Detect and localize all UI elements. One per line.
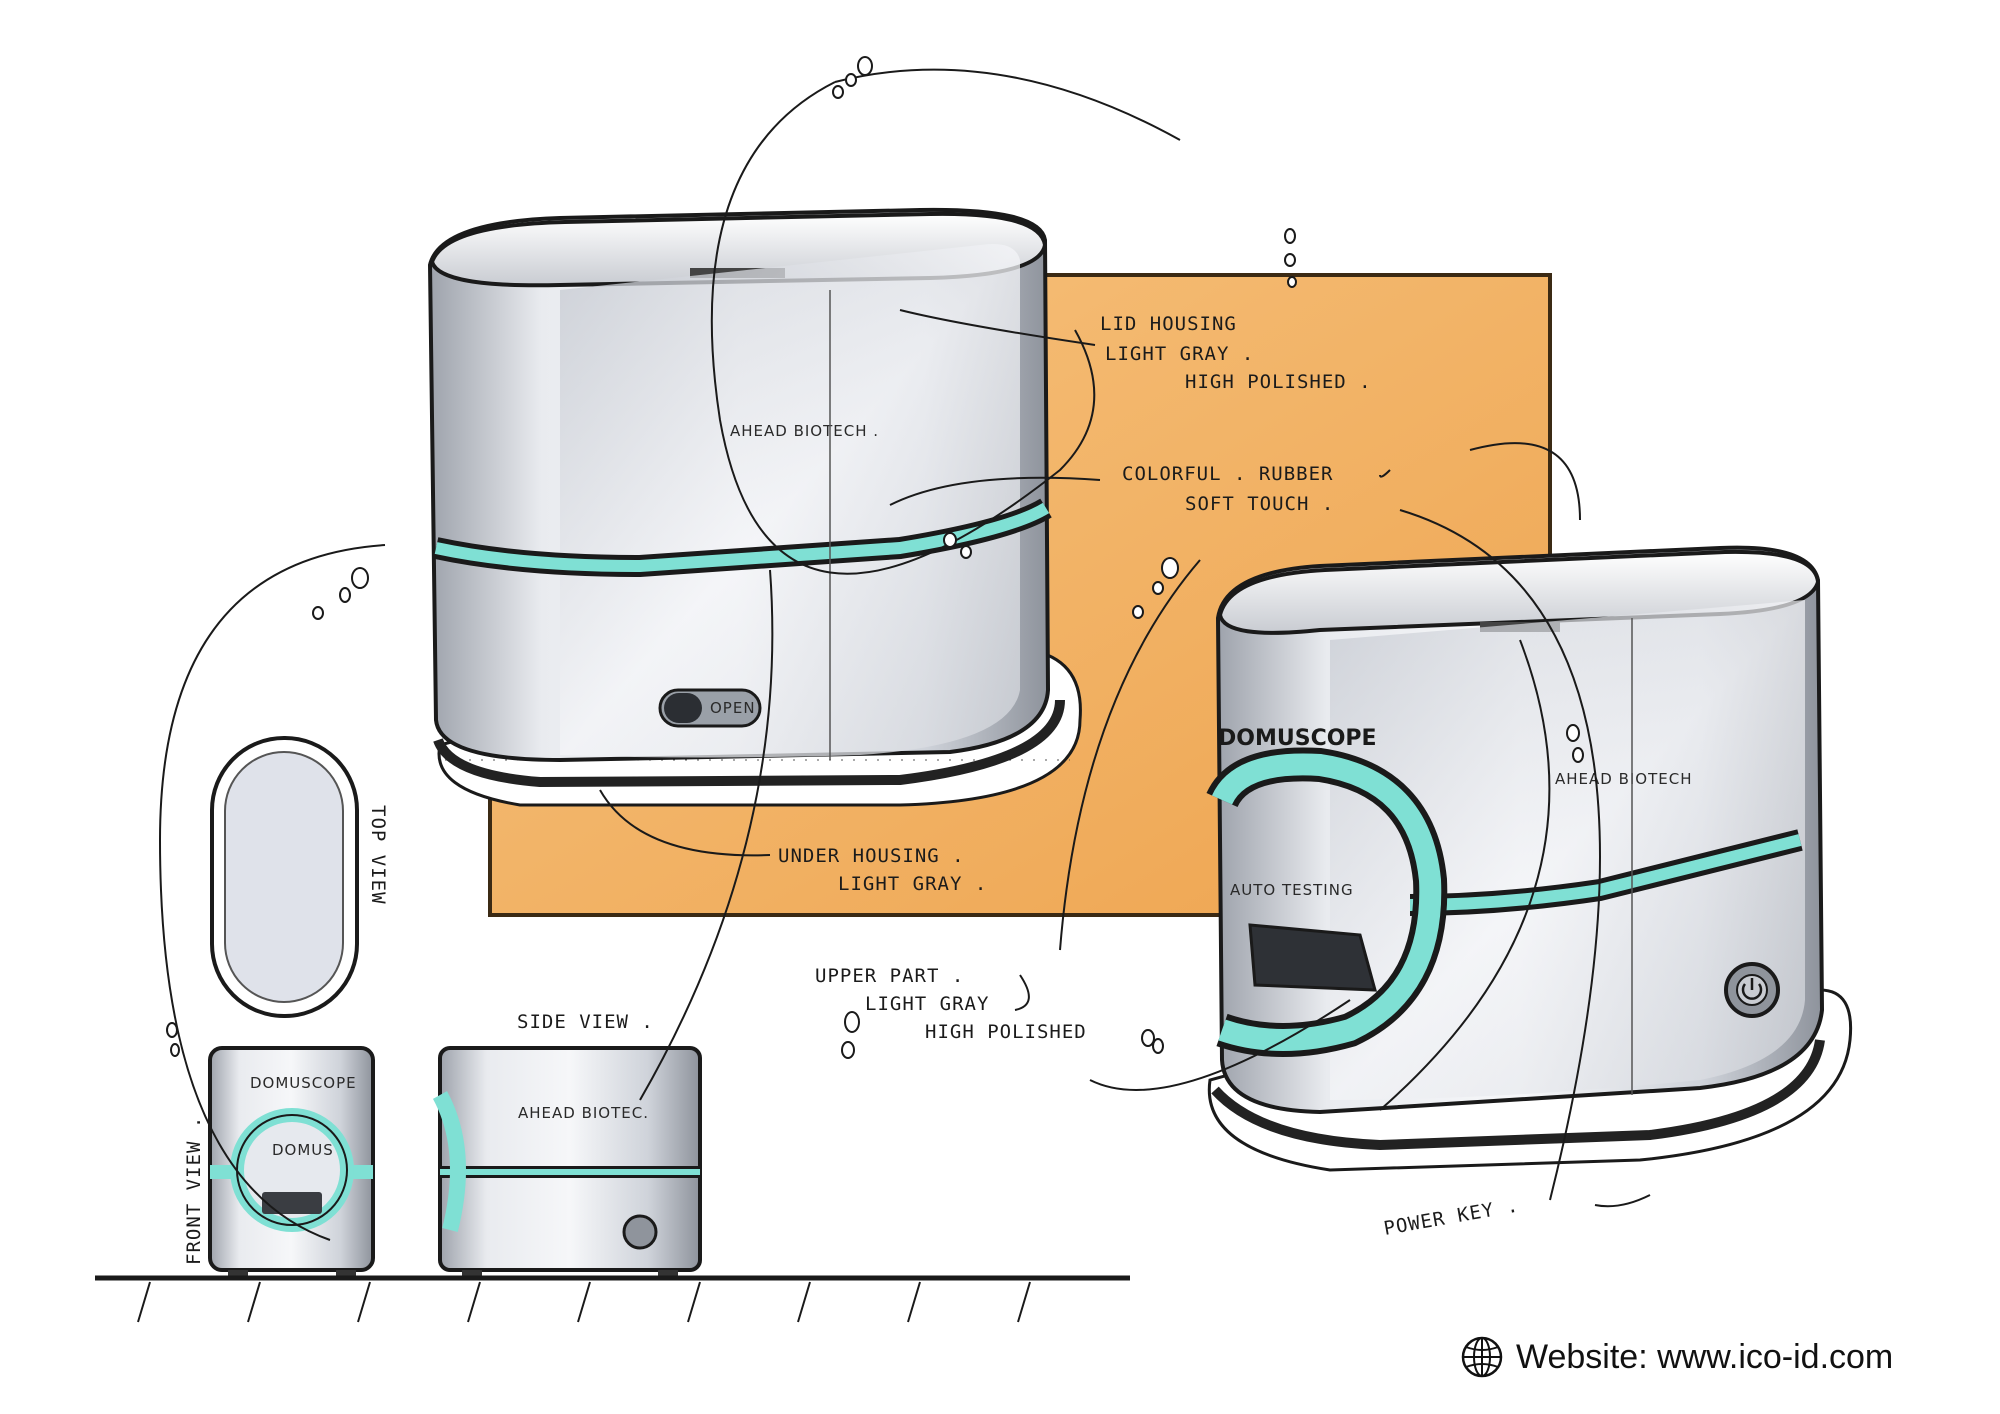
side-view-shape: AHEAD BIOTEC. — [432, 1046, 702, 1278]
brand-domuscope-front: DOMUSCOPE — [250, 1074, 357, 1092]
power-icon — [1741, 983, 1763, 1000]
auto-testing-label: AUTO TESTING — [1230, 881, 1354, 899]
note-light-gray-2: LIGHT GRAY . — [838, 873, 987, 895]
unit-top-left: OPEN AHEAD BIOTECH . — [427, 207, 1082, 807]
front-small-label: DOMUS — [272, 1141, 334, 1159]
front-view-shape: DOMUSCOPE DOMUS — [208, 1046, 375, 1278]
label-front-view: FRONT VIEW . — [183, 1116, 205, 1265]
top-view-shape — [210, 736, 359, 1018]
note-light-gray-1: LIGHT GRAY . — [1105, 343, 1254, 365]
note-colorful-rubber: COLORFUL . RUBBER — [1122, 463, 1333, 485]
note-high-polished-1: HIGH POLISHED . — [1185, 371, 1372, 393]
label-top-view: TOP VIEW — [367, 805, 389, 905]
note-under-housing: UNDER HOUSING . — [778, 845, 965, 867]
ground-line — [95, 1275, 1130, 1323]
note-soft-touch: SOFT TOUCH . — [1185, 493, 1334, 515]
sketch-dots — [166, 56, 1584, 1059]
note-power-key: POWER KEY . — [1382, 1194, 1521, 1239]
label-side-view: SIDE VIEW . — [517, 1011, 654, 1033]
note-light-gray-3: LIGHT GRAY — [865, 993, 989, 1015]
brand-ahead-biotec-side: AHEAD BIOTEC. — [518, 1104, 649, 1122]
annotations: LID HOUSING LIGHT GRAY . HIGH POLISHED .… — [183, 313, 1521, 1265]
leader-lines — [599, 309, 1651, 1208]
website-footer: Website: www.ico-id.com — [1460, 1332, 1893, 1382]
note-upper-part: UPPER PART . — [815, 965, 964, 987]
brand-ahead-biotech-top: AHEAD BIOTECH . — [730, 422, 879, 440]
unit-button-label: OPEN — [710, 699, 756, 717]
website-text: Website: www.ico-id.com — [1516, 1337, 1894, 1376]
brand-domuscope-right: DOMUSCOPE — [1218, 726, 1377, 751]
brand-ahead-biotech-right: AHEAD BIOTECH — [1555, 770, 1693, 788]
unit-right: AHEAD BIOTECH DOMUSCOPE AUTO TESTING — [1206, 545, 1853, 1172]
note-high-polished-2: HIGH POLISHED — [925, 1021, 1087, 1043]
construction-lines — [158, 68, 1601, 1241]
note-lid-housing: LID HOUSING — [1100, 313, 1237, 335]
globe-icon — [1461, 1336, 1503, 1378]
